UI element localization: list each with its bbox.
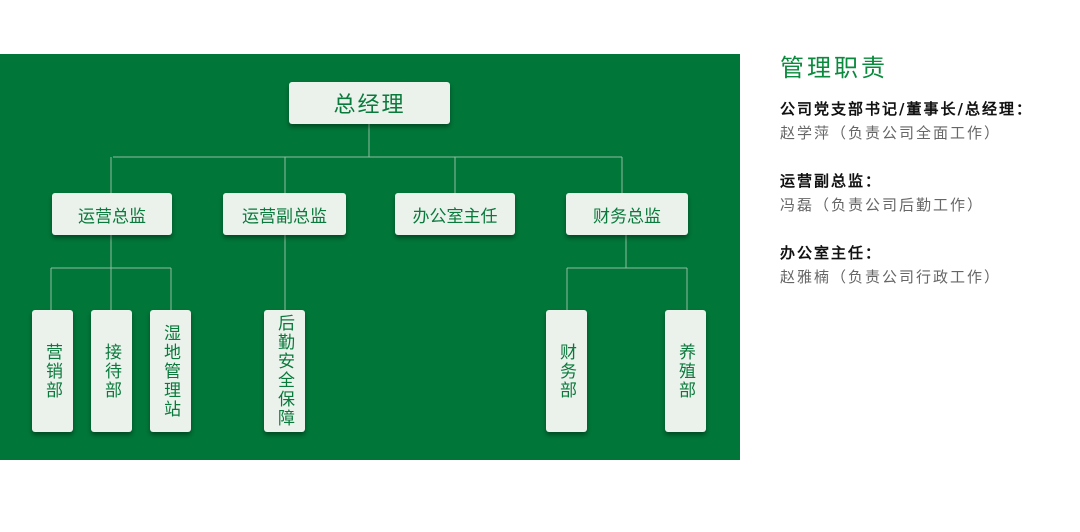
role-desc: 赵学萍（负责公司全面工作）: [780, 124, 1002, 142]
node-operations-director: 运营总监: [52, 193, 172, 235]
node-office-director: 办公室主任: [395, 193, 515, 235]
node-wetland-station: 湿地管理站: [160, 323, 180, 419]
org-chart-panel: 总经理 运营总监 运营副总监 办公室主任 财务总监 营销部 接待部 湿地管理站 …: [0, 54, 740, 460]
node-deputy-operations-director: 运营副总监: [223, 193, 346, 235]
role-label: 办公室主任：: [780, 244, 883, 262]
role-label: 运营副总监：: [780, 172, 883, 190]
role-label: 公司党支部书记/董事长/总经理：: [780, 100, 1033, 118]
node-general-manager: 总经理: [289, 82, 450, 124]
node-finance: 财务部: [556, 342, 576, 400]
role-desc: 赵雅楠（负责公司行政工作）: [780, 268, 1002, 286]
node-reception: 接待部: [101, 342, 121, 400]
role-desc: 冯磊（负责公司后勤工作）: [780, 196, 985, 214]
responsibilities-section: 管理职责 公司党支部书记/董事长/总经理： 赵学萍（负责公司全面工作） 运营副总…: [780, 48, 1033, 313]
node-breeding: 养殖部: [675, 342, 695, 400]
node-marketing: 营销部: [42, 342, 62, 400]
node-logistics-safety: 后勤安全保障: [274, 314, 294, 428]
section-title: 管理职责: [780, 54, 888, 82]
connector-lines: [50, 124, 688, 310]
node-finance-director: 财务总监: [566, 193, 688, 235]
